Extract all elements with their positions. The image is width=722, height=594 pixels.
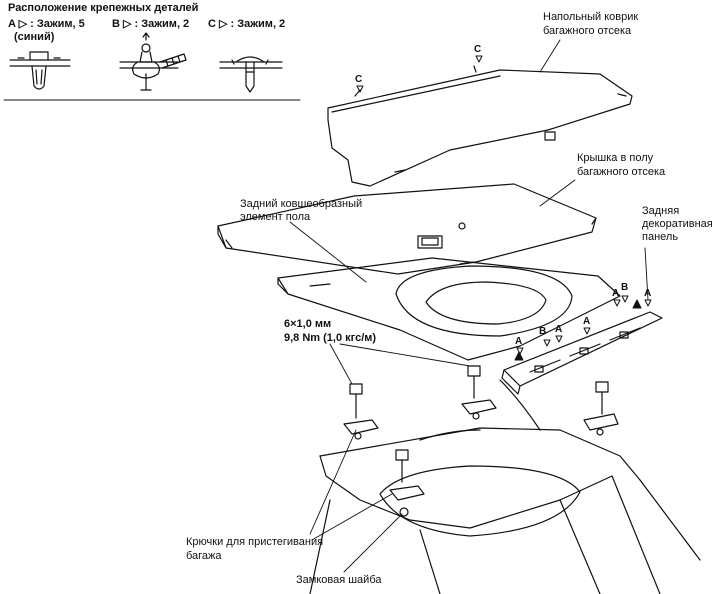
clip-b-illustration <box>119 32 187 91</box>
callout-a-3: A <box>583 316 591 327</box>
leader-lines <box>289 39 649 573</box>
label-rear-tub-2: элемент пола <box>240 211 311 223</box>
legend-clip-b: B ▷ : Зажим, 2 <box>112 18 190 30</box>
callout-a-4: A <box>612 288 620 299</box>
label-floor-lid-1: Крышка в полу <box>577 152 654 164</box>
label-rear-trim-1: Задняя <box>642 205 680 217</box>
callout-markers <box>356 55 652 361</box>
floor-mat-drawing <box>327 65 633 187</box>
callout-c-1: C <box>355 74 363 85</box>
callout-c-2: C <box>474 44 482 55</box>
callout-a-2: A <box>555 324 563 335</box>
label-bolt-spec-1: 6×1,0 мм <box>284 318 332 330</box>
callout-a-5: A <box>644 288 652 299</box>
clip-a-illustration <box>9 51 71 90</box>
label-rear-tub-1: Задний ковшеобразный <box>240 198 363 210</box>
label-bolt-spec-2: 9,8 Nm (1,0 кгс/м) <box>284 332 377 344</box>
label-hooks-2: багажа <box>186 550 222 562</box>
trunk-body-drawing <box>309 379 701 594</box>
legend-title: Расположение крепежных деталей <box>8 2 199 14</box>
label-hooks-1: Крючки для пристегивания <box>186 536 324 548</box>
label-rear-trim-2: декоративная <box>642 218 713 230</box>
legend-clip-a-note: (синий) <box>14 31 55 43</box>
floor-lid-drawing <box>217 183 597 275</box>
label-rear-trim-3: панель <box>642 231 679 243</box>
bolts-and-hooks-drawing <box>343 365 619 517</box>
clip-c-illustration <box>219 56 283 93</box>
label-lock-washer: Замковая шайба <box>296 574 382 586</box>
label-floor-mat-1: Напольный коврик <box>543 11 639 23</box>
label-floor-mat-2: багажного отсека <box>543 25 632 37</box>
legend-clip-a: A ▷ : Зажим, 5 <box>8 18 85 30</box>
legend-clip-c: C ▷ : Зажим, 2 <box>208 18 286 30</box>
rear-tub-drawing <box>277 257 621 361</box>
callout-a-1: A <box>515 336 523 347</box>
callout-b-1: B <box>539 326 547 337</box>
callout-b-2: B <box>621 282 629 293</box>
rear-trim-drawing <box>501 311 663 395</box>
label-floor-lid-2: багажного отсека <box>577 166 666 178</box>
